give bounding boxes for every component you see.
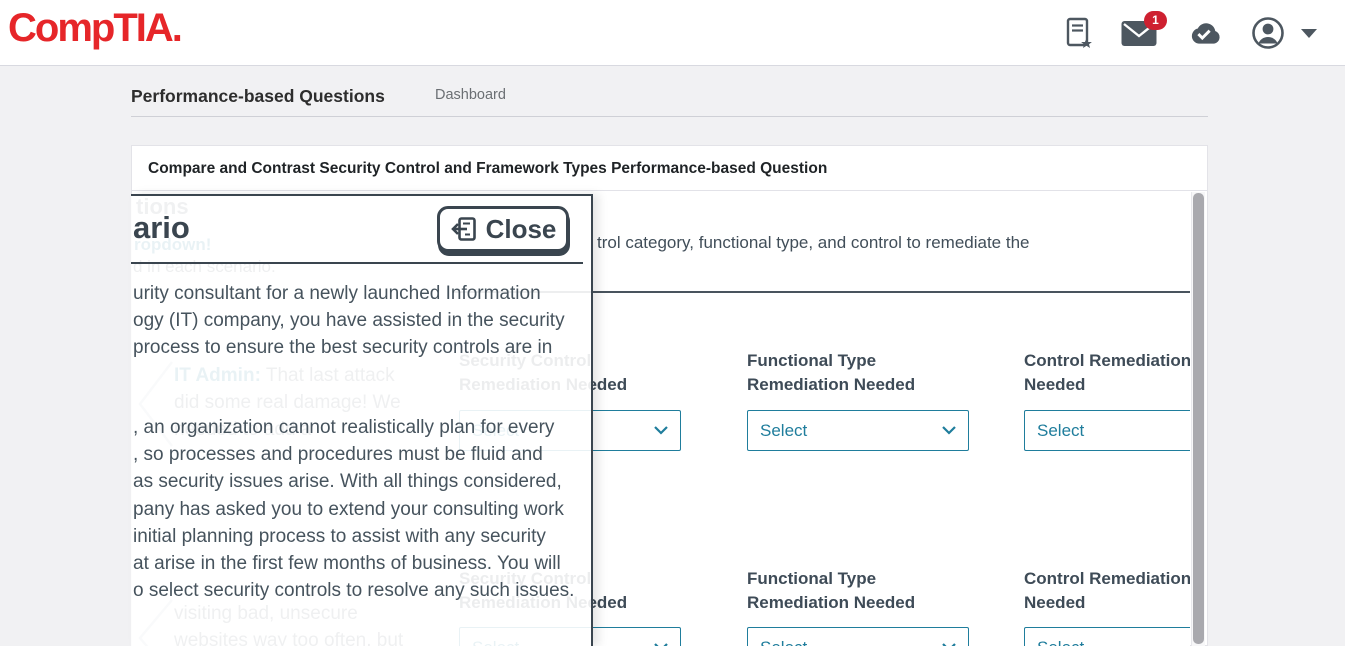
chevron-down-icon[interactable] — [1301, 28, 1317, 38]
comptia-logo: CompTIA. — [8, 6, 183, 50]
close-button-label: Close — [485, 213, 557, 244]
scenario-paragraph-1: urity consultant for a newly launched In… — [133, 283, 565, 359]
notification-badge: 1 — [1144, 10, 1167, 30]
scenario-modal: ario Close urity consultant for a newly … — [131, 194, 593, 646]
cloud-sync-icon[interactable] — [1185, 20, 1223, 47]
scenario-modal-heading: ario — [133, 210, 190, 245]
breadcrumb-divider — [131, 116, 1208, 117]
mail-icon[interactable]: 1 — [1121, 10, 1167, 47]
instruction-text: trol category, functional type, and cont… — [597, 233, 1030, 252]
functional-type-select-1[interactable]: Select — [747, 410, 969, 451]
breadcrumb-dashboard-link[interactable]: Dashboard — [435, 87, 506, 103]
scrollbar-thumb[interactable] — [1193, 193, 1204, 644]
modal-header-divider — [131, 262, 583, 264]
close-button[interactable]: Close — [437, 206, 569, 252]
top-header: CompTIA. 1 — [0, 0, 1345, 66]
section-divider — [452, 291, 1190, 293]
document-star-icon[interactable] — [1066, 17, 1093, 50]
functional-type-select-2[interactable]: Select — [747, 627, 969, 646]
card-title-divider — [132, 190, 1207, 191]
account-icon[interactable] — [1251, 16, 1285, 50]
control-remediation-select-2[interactable]: Select — [1024, 627, 1190, 646]
chevron-down-icon — [654, 426, 668, 435]
question-card-title: Compare and Contrast Security Control an… — [148, 160, 828, 177]
header-actions: 1 — [1066, 0, 1317, 66]
exit-icon — [450, 216, 476, 241]
page-title: Performance-based Questions — [131, 86, 385, 106]
scenario-paragraph-2: , an organization cannot realistically p… — [133, 417, 575, 602]
control-remediation-select-1[interactable]: Select — [1024, 410, 1190, 451]
chevron-down-icon — [942, 426, 956, 435]
